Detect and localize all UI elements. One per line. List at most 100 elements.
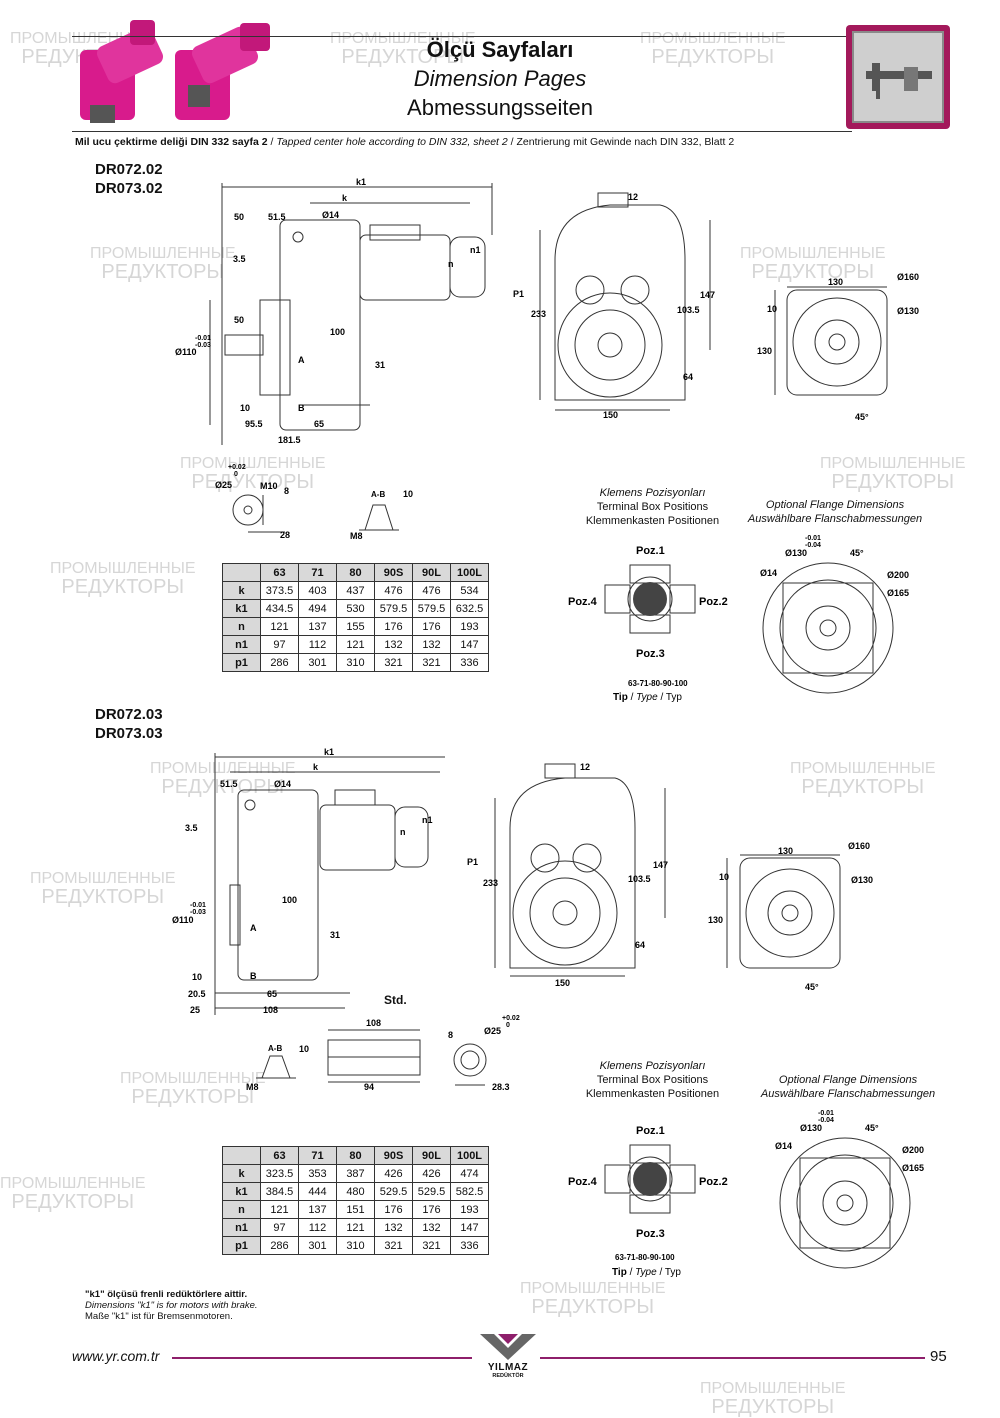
dim-d200: Ø200: [887, 570, 909, 580]
dim-d130: Ø130: [851, 875, 873, 885]
dim-31: 31: [330, 930, 340, 940]
dim-d14: Ø14: [775, 1141, 792, 1151]
dim-51-5: 51.5: [268, 212, 286, 222]
dim-130-top: 130: [778, 846, 793, 856]
dim-31: 31: [375, 360, 385, 370]
label-poz3: Poz.3: [636, 648, 665, 660]
dim-d110: Ø110: [172, 915, 194, 925]
dim-147: 147: [653, 860, 668, 870]
dim-65: 65: [267, 989, 277, 999]
label-poz2: Poz.2: [699, 1176, 728, 1188]
gearmotor-image: [80, 20, 164, 123]
motor-fan-icon: [633, 1162, 667, 1196]
label-poz1: Poz.1: [636, 545, 665, 557]
dim-k1: k1: [356, 177, 366, 187]
dim-100: 100: [282, 895, 297, 905]
label-poz2: Poz.2: [699, 596, 728, 608]
terminal-box-caption-2: Klemens Pozisyonları Terminal Box Positi…: [585, 1060, 720, 1100]
title-en: Dimension Pages: [413, 66, 587, 91]
dim-n1: n1: [470, 245, 481, 255]
dim-d130: Ø130: [800, 1123, 822, 1133]
label-poz4: Poz.4: [568, 1176, 598, 1188]
dim-45: 45°: [805, 982, 819, 992]
brand-sub: REDÜKTÖR: [492, 1373, 524, 1379]
flange-view-drawing-1: 130 Ø160 10 Ø130 130 45°: [757, 272, 919, 422]
dim-233: 233: [483, 878, 498, 888]
dim-p1: P1: [467, 857, 478, 867]
dim-d165: Ø165: [887, 588, 909, 598]
label-a: A: [298, 355, 305, 365]
optional-flange-caption-2: Optional Flange Dimensions Auswählbare F…: [760, 1074, 936, 1100]
caliper-icon: [846, 25, 950, 129]
dim-m8: M8: [350, 531, 363, 541]
dim-m10: M10: [260, 481, 278, 491]
terminal-box-caption-1: Klemens Pozisyonları Terminal Box Positi…: [585, 487, 720, 527]
dim-p1: P1: [513, 289, 524, 299]
model-codes-1: DR072.02 DR073.02: [95, 161, 163, 197]
label-a: A: [250, 923, 257, 933]
dim-tolerance: -0.01-0.03: [195, 335, 211, 349]
dim-103-5: 103.5: [677, 305, 700, 315]
dim-108: 108: [263, 1005, 278, 1015]
label-type: Tip / Type / Typ: [613, 692, 682, 703]
dim-130-left: 130: [708, 915, 723, 925]
dim-45: 45°: [855, 412, 869, 422]
dim-150: 150: [603, 410, 618, 420]
dim-45: 45°: [865, 1123, 879, 1133]
motor-fan-icon: [633, 582, 667, 616]
label-b: B: [298, 403, 305, 413]
dim-64: 64: [683, 372, 693, 382]
dim-10: 10: [719, 872, 729, 882]
dim-95-5: 95.5: [245, 419, 263, 429]
label-b: B: [250, 971, 257, 981]
dim-d110: Ø110: [175, 347, 197, 357]
dim-10: 10: [299, 1044, 309, 1054]
label-poz3: Poz.3: [636, 1228, 665, 1240]
dim-51-5: 51.5: [220, 779, 238, 789]
label-poz1: Poz.1: [636, 1125, 665, 1137]
dim-50: 50: [234, 212, 244, 222]
dim-d130: Ø130: [897, 306, 919, 316]
dim-65: 65: [314, 419, 324, 429]
optional-flange-drawing-1: -0.01-0.04 Ø130 45° Ø14 Ø200 Ø165: [760, 535, 909, 694]
dim-12: 12: [628, 192, 638, 202]
dim-d130: Ø130: [785, 548, 807, 558]
dim-d160: Ø160: [848, 841, 870, 851]
dim-d165: Ø165: [902, 1163, 924, 1173]
yilmaz-logo-icon: [480, 1334, 536, 1360]
dim-8: 8: [448, 1030, 453, 1040]
front-view-drawing-1: 12 P1 233 147 103.5 64 150: [513, 192, 715, 420]
dim-94: 94: [364, 1082, 374, 1092]
dim-3-5: 3.5: [233, 254, 246, 264]
dim-n: n: [400, 827, 406, 837]
dim-8: 8: [284, 486, 289, 496]
dim-d25: Ø25: [484, 1026, 501, 1036]
dim-10: 10: [192, 972, 202, 982]
footer-rule: [172, 1357, 472, 1359]
gearmotor-image: [175, 23, 270, 120]
dim-10: 10: [767, 304, 777, 314]
dim-130-top: 130: [828, 277, 843, 287]
website-link[interactable]: www.yr.com.tr: [72, 1348, 160, 1364]
dim-n: n: [448, 259, 454, 269]
dim-25: 25: [190, 1005, 200, 1015]
dim-233: 233: [531, 309, 546, 319]
header-rule: [72, 36, 852, 37]
